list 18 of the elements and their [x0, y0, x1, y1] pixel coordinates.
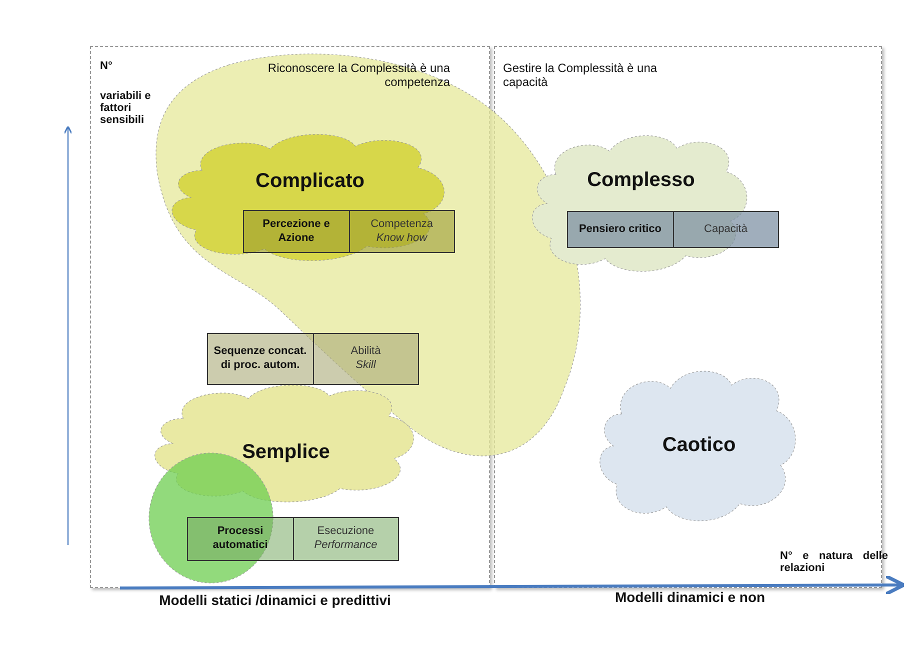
- axis-label: Modelli statici /dinamici e predittivi: [158, 592, 392, 608]
- table-cell-text: Esecuzione Performance: [313, 524, 378, 553]
- axis-label: Gestire la Complessità è una capacità: [503, 61, 658, 89]
- cloud-title: Caotico: [661, 434, 737, 457]
- axis-label: N°: [100, 60, 114, 72]
- table-cell: Percezione e Azione: [244, 211, 350, 252]
- cloud-title: Semplice: [241, 441, 331, 464]
- table-cell-text: Capacità: [703, 222, 748, 237]
- table-cell-text: Competenza Know how: [370, 216, 434, 246]
- table-cell-text: Abilità Skill: [350, 344, 382, 373]
- table-cell: Processi automatici: [188, 518, 294, 560]
- cloud-title: Complicato: [254, 170, 366, 193]
- axis-label: variabili e fattori sensibili: [100, 90, 152, 126]
- axis-label: Modelli dinamici e non: [614, 589, 766, 605]
- cloud-title: Complesso: [586, 169, 696, 192]
- table-cell: Pensiero critico: [568, 212, 674, 247]
- axis-label: N° e natura delle relazioni: [780, 550, 888, 574]
- axis-label: Riconoscere la Complessità è una competenza: [266, 61, 450, 89]
